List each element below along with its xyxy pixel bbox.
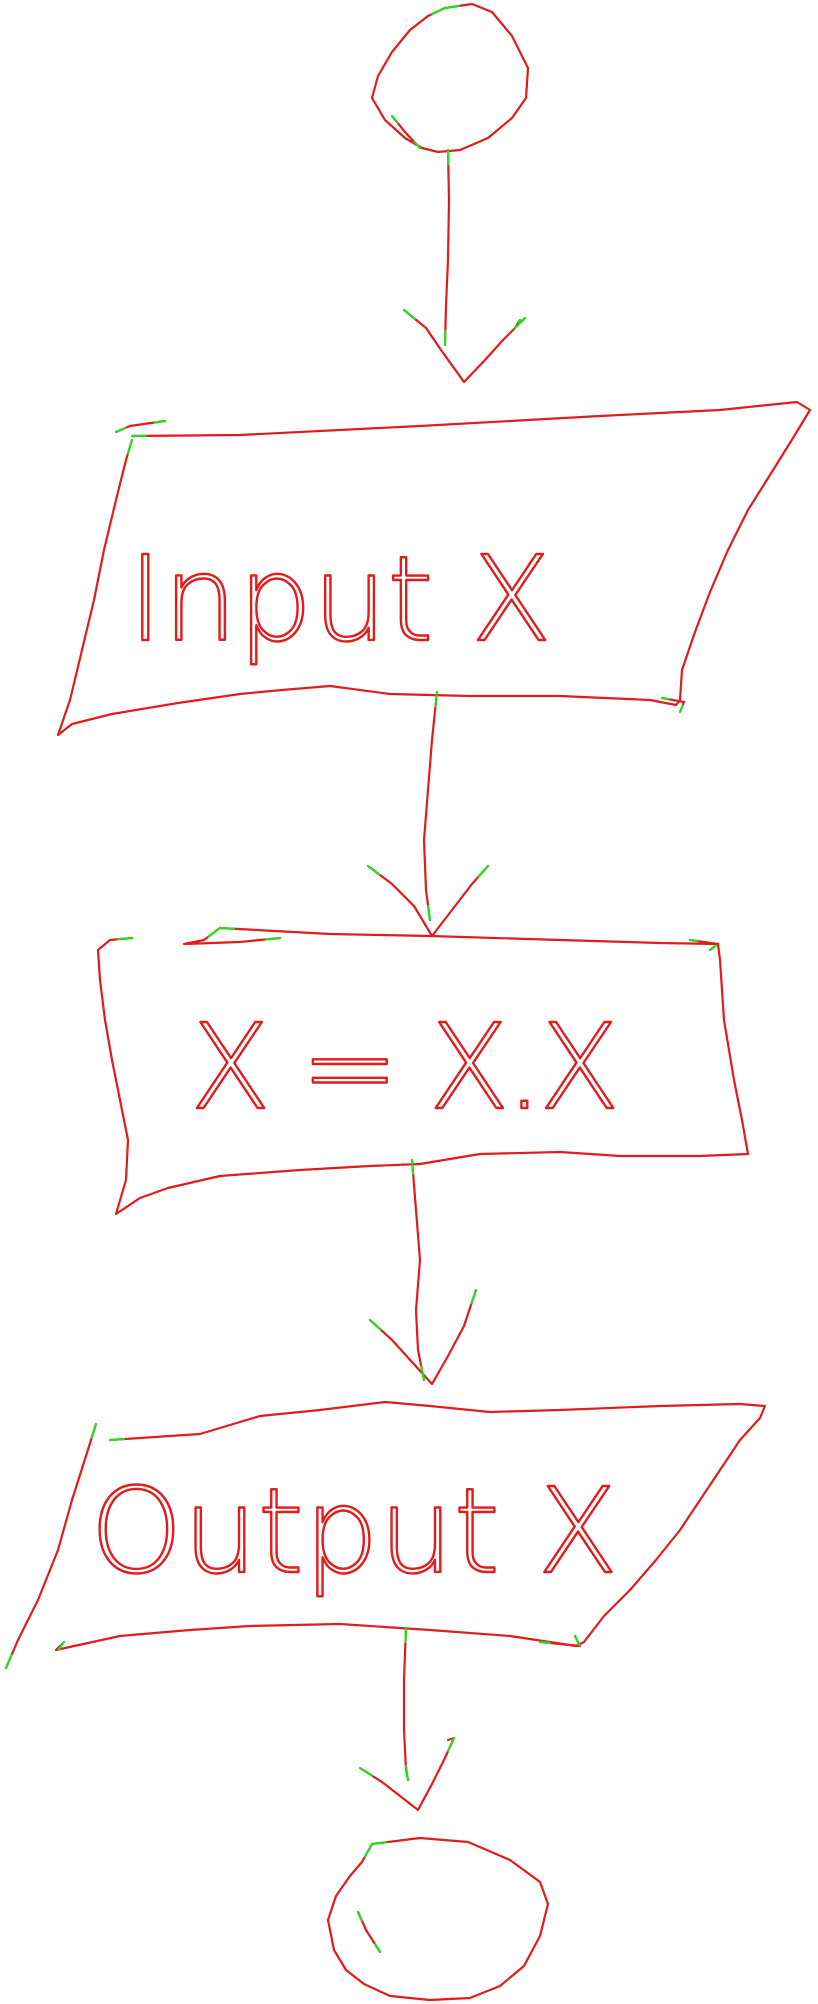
stroke-endpoint-marker: [434, 690, 439, 708]
arrow-shaft: [422, 690, 439, 922]
stroke-endpoint-marker: [470, 1288, 478, 1305]
stroke-endpoint-marker: [207, 926, 222, 938]
stroke-endpoint-marker: [513, 325, 518, 330]
stroke-endpoint-marker: [108, 1437, 126, 1442]
stroke-endpoint-marker: [366, 864, 381, 876]
end-circle: [326, 1836, 550, 2002]
stroke-endpoint-marker: [708, 944, 718, 952]
arrow-output-to-end: [358, 1626, 456, 1812]
stroke-endpoint-marker: [420, 1365, 426, 1382]
input-parallelogram: Input X: [56, 400, 812, 737]
stroke-endpoint-marker: [447, 1736, 456, 1752]
stroke-endpoint-marker: [413, 140, 422, 150]
arrow-head: [358, 1736, 456, 1812]
output-label: Output X: [90, 1462, 618, 1600]
stroke-endpoint-marker: [114, 426, 127, 434]
stroke-endpoint-marker: [427, 904, 432, 922]
process-rectangle: X = X.X: [96, 926, 750, 1216]
stroke-endpoint-marker: [370, 1841, 387, 1846]
stroke-endpoint-marker: [364, 1842, 374, 1858]
arrow-head: [368, 1288, 478, 1386]
output-shape: [54, 1400, 767, 1652]
stroke-endpoint-marker: [477, 864, 490, 878]
output-shape-left-edge: [4, 1422, 98, 1670]
stroke-endpoint-marker: [410, 1158, 415, 1176]
stroke-endpoint-marker: [688, 938, 699, 943]
start-circle: [370, 2, 530, 154]
arrow-start-to-input: [402, 148, 527, 384]
input-label: Input X: [128, 530, 552, 668]
stroke-endpoint-marker: [573, 1634, 581, 1647]
stroke-endpoint-marker: [368, 1318, 382, 1331]
start-terminator: [370, 2, 530, 154]
stroke-endpoint-marker: [404, 1626, 408, 1644]
stroke-endpoint-marker: [356, 1910, 363, 1922]
stroke-endpoint-marker: [431, 6, 447, 16]
process-label: X = X.X: [190, 998, 616, 1136]
stroke-endpoint-marker: [4, 1653, 13, 1670]
output-parallelogram: Output X: [4, 1400, 767, 1670]
stroke-endpoint-marker: [126, 438, 134, 455]
stroke-endpoint-marker: [90, 1422, 98, 1439]
stroke-endpoint-marker: [404, 1765, 410, 1782]
stroke-endpoint-marker: [443, 4, 460, 10]
stroke-endpoint-marker: [358, 1766, 373, 1777]
arrow-shaft: [402, 1626, 410, 1782]
stroke-endpoint-marker: [517, 318, 522, 323]
stroke-endpoint-marker: [390, 114, 399, 124]
stroke-endpoint-marker: [402, 308, 416, 320]
stroke-endpoint-marker: [374, 1943, 382, 1954]
stroke-endpoint-marker: [660, 696, 670, 701]
stroke-endpoint-markers: [4, 4, 718, 1954]
stroke-endpoint-marker: [153, 419, 167, 424]
stroke-endpoint-marker: [57, 1640, 66, 1651]
arrow-process-to-output: [368, 1158, 478, 1386]
stroke-endpoint-marker: [265, 936, 282, 941]
stroke-endpoint-marker: [116, 936, 134, 941]
arrow-head: [402, 308, 527, 384]
stroke-endpoint-marker: [218, 926, 236, 930]
arrow-shaft: [410, 1158, 426, 1382]
arrow-shaft: [443, 148, 451, 347]
stroke-endpoint-marker: [538, 1640, 552, 1645]
input-shape: [56, 400, 812, 737]
arrow-input-to-process: [366, 690, 490, 938]
stroke-endpoint-marker: [678, 704, 684, 714]
